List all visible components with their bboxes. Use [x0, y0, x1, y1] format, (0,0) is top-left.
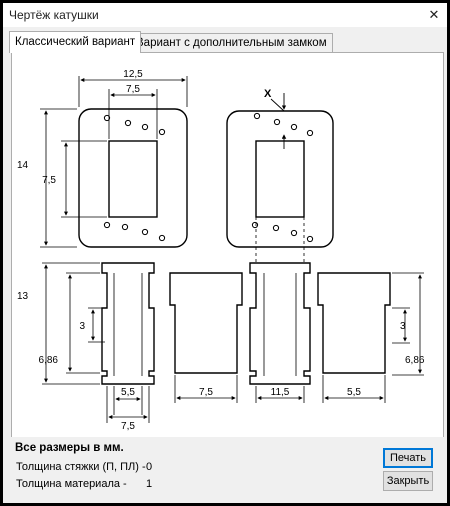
coil-drawing: 12,5 7,5 14 7,5 X: [17, 69, 425, 432]
dim-bottom-5: 5,5: [347, 387, 361, 398]
close-icon[interactable]: ✕: [428, 7, 440, 22]
projection-lines: [255, 217, 305, 263]
dims-top-left: [40, 76, 188, 248]
dims-sides: [42, 262, 424, 385]
marker-x-arrows: [270, 93, 287, 149]
tie-thickness-value: 0: [146, 461, 153, 473]
tie-thickness-label: Толщина стяжки (П, ПЛ) -: [16, 461, 146, 473]
dim-bottom-2: 7,5: [121, 421, 135, 432]
holes-top-right: [251, 112, 314, 243]
units-note: Все размеры в мм.: [15, 442, 124, 454]
print-button[interactable]: Печать: [383, 448, 433, 468]
window-title: Чертёж катушки: [9, 8, 99, 22]
dim-side-inner-left: 6,86: [39, 355, 59, 366]
frame-top-left: [78, 108, 188, 248]
spool-mid-left: [169, 272, 243, 374]
holes-top-left: [103, 114, 166, 242]
spool-mid-right: [249, 262, 311, 385]
tab-extra-lock[interactable]: Вариант с дополнительным замком: [130, 33, 333, 52]
dim-height-inner: 7,5: [42, 175, 56, 186]
dim-side-step-left: 3: [79, 321, 85, 332]
dim-side-inner-right: 6,86: [405, 355, 425, 366]
marker-x: X: [264, 88, 272, 100]
footer: Все размеры в мм. Толщина стяжки (П, ПЛ)…: [3, 437, 447, 503]
window-body: Чертёж катушки ✕ Классический вариант Ва…: [3, 3, 447, 503]
spool-left: [101, 262, 155, 385]
dim-bottom-3: 7,5: [199, 387, 213, 398]
frame-top-right: [226, 110, 334, 248]
dim-top-width-inner: 7,5: [126, 84, 140, 95]
material-thickness-label: Толщина материала -: [16, 478, 127, 490]
tab-classic[interactable]: Классический вариант: [9, 31, 142, 53]
dim-side-step-right: 3: [400, 321, 406, 332]
title-bar: Чертёж катушки ✕: [3, 3, 447, 27]
dim-bottom-1: 5,5: [121, 387, 135, 398]
dim-side-height-outer: 13: [17, 291, 29, 302]
dim-bottom-4: 11,5: [271, 387, 290, 398]
tab-panel: 12,5 7,5 14 7,5 X: [11, 52, 444, 438]
material-thickness-value: 1: [146, 478, 153, 490]
dim-height-outer: 14: [17, 160, 29, 171]
spool-right: [317, 272, 391, 374]
dims-bottom: [106, 375, 386, 423]
dim-top-width-outer: 12,5: [123, 69, 143, 80]
close-button[interactable]: Закрыть: [383, 471, 433, 491]
